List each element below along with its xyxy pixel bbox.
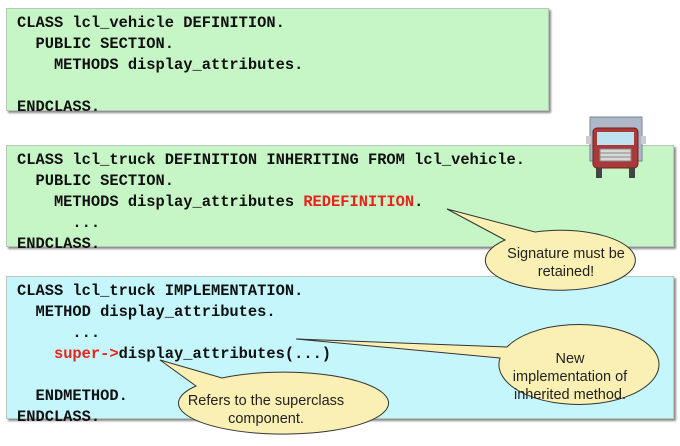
callout-text: Refers to the superclass xyxy=(188,393,344,409)
super-keyword: super-> xyxy=(53,345,119,363)
callout-text: inherited method. xyxy=(514,387,626,403)
code-line: ENDCLASS. xyxy=(17,235,101,253)
callout-text: component. xyxy=(228,411,304,427)
code-line: ... xyxy=(17,324,101,342)
code-punct: . xyxy=(414,193,424,211)
code-line: CLASS lcl_truck DEFINITION INHERITING FR… xyxy=(17,151,525,169)
code-line: ... xyxy=(17,214,101,232)
code-line: PUBLIC SECTION. xyxy=(17,35,175,53)
callout-superclass: Refers to the superclass component. xyxy=(159,359,390,435)
code-line: METHOD display_attributes. xyxy=(17,303,276,321)
code-line: CLASS lcl_truck IMPLEMENTATION. xyxy=(17,282,304,300)
code-line: ENDCLASS. xyxy=(17,98,101,116)
code-line: ENDMETHOD. xyxy=(17,387,128,405)
truck-icon xyxy=(586,116,646,178)
code-line: ENDCLASS. xyxy=(17,408,101,426)
callout-text: implementation of xyxy=(513,369,628,385)
code-line: display_attributes(...) xyxy=(118,345,332,363)
callout-text: Signature must be xyxy=(507,246,625,262)
code-line: METHODS display_attributes. xyxy=(17,56,304,74)
callout-text: New xyxy=(555,351,585,367)
callout-new-implementation: New implementation of inherited method. xyxy=(295,324,660,405)
callout-text: retained! xyxy=(538,264,594,280)
code-line: CLASS lcl_vehicle DEFINITION. xyxy=(17,14,285,32)
code-line: METHODS display_attributes xyxy=(17,193,304,211)
redefinition-keyword: REDEFINITION xyxy=(303,193,415,211)
vehicle-definition-box: CLASS lcl_vehicle DEFINITION. PUBLIC SEC… xyxy=(6,8,549,116)
code-line: PUBLIC SECTION. xyxy=(17,172,175,190)
callout-signature: Signature must be retained! xyxy=(446,208,636,291)
